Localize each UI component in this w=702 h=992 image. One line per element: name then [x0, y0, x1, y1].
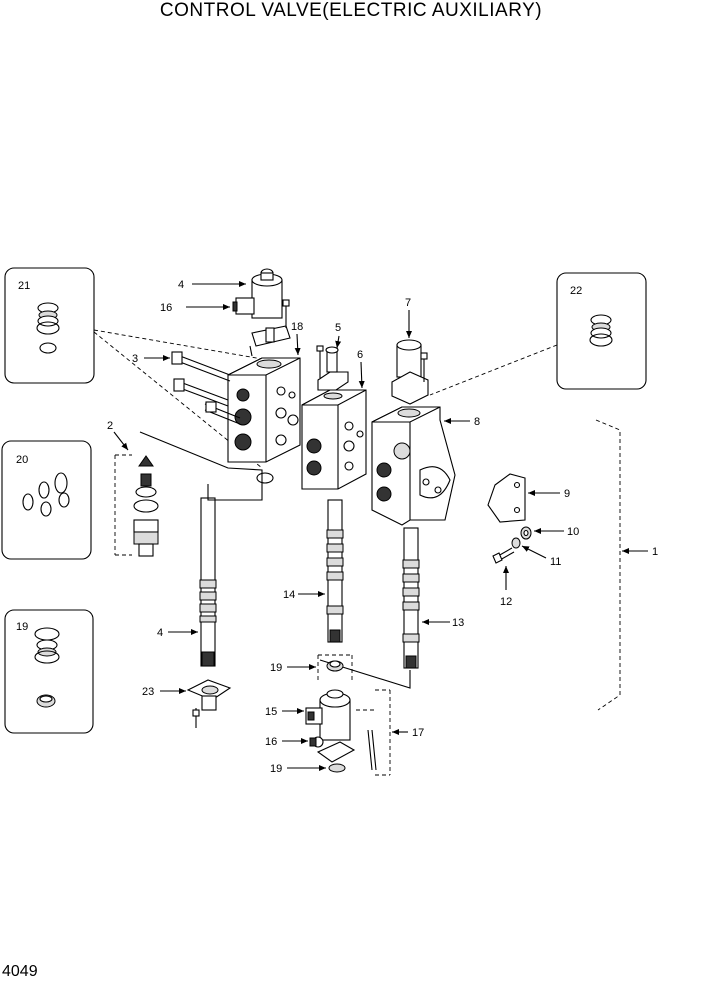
valve-section-8: [371, 406, 456, 526]
inset-leaders: [93, 329, 558, 469]
callout-19-bottom: 19: [270, 763, 282, 775]
callout-2: 2: [107, 420, 113, 432]
cap-5: [316, 345, 349, 391]
callout-18: 18: [291, 321, 303, 333]
check-valve-2: [114, 454, 159, 557]
callout-10: 10: [567, 526, 579, 538]
spool-4: [199, 497, 217, 667]
bracket-1: [595, 419, 621, 711]
page-title: CONTROL VALVE(ELECTRIC AUXILIARY): [159, 0, 543, 21]
callout-21: 21: [18, 280, 30, 292]
tie-rods-3: [171, 351, 241, 425]
callout-17: 17: [412, 727, 424, 739]
callout-14: 14: [283, 589, 295, 601]
seal-19-mid: [326, 660, 344, 672]
callout-19-inset: 19: [16, 621, 28, 633]
callout-4-spool: 4: [157, 627, 163, 639]
solenoid-coil-top: [232, 268, 291, 357]
callout-1: 1: [652, 546, 658, 558]
bracket-9: [487, 473, 526, 523]
inset-box-19: 19: [4, 609, 94, 734]
callout-5: 5: [335, 322, 341, 334]
callout-11: 11: [550, 556, 561, 568]
assembly-lines: [139, 431, 411, 689]
callout-4-top: 4: [178, 279, 184, 291]
hardware-10-11-12: [492, 526, 532, 564]
inset-box-21: 21: [4, 267, 95, 384]
inset-box-20: 20: [1, 440, 92, 560]
callout-16-bottom: 16: [265, 736, 277, 748]
spool-14: [326, 499, 344, 643]
callout-12: 12: [500, 596, 512, 608]
valve-section-18: [227, 357, 301, 484]
callout-23: 23: [142, 686, 154, 698]
callouts: 4 16 3 18 5 6 7 8 9 10 11 12 1 13 14 2 4: [107, 279, 658, 775]
valve-section-6: [301, 389, 367, 490]
page-number: 4049: [2, 963, 38, 980]
callout-6: 6: [357, 349, 363, 361]
inset-box-22: 22: [556, 272, 647, 390]
callout-9: 9: [564, 488, 570, 500]
callout-15: 15: [265, 706, 277, 718]
callout-22: 22: [570, 285, 582, 297]
callout-20: 20: [16, 454, 28, 466]
callout-8: 8: [474, 416, 480, 428]
solenoid-15: [305, 689, 391, 776]
callout-13: 13: [452, 617, 464, 629]
solenoid-7: [391, 339, 429, 405]
cap-23: [186, 679, 232, 728]
callout-19-mid: 19: [270, 662, 282, 674]
callout-3: 3: [132, 353, 138, 365]
spool-13: [402, 527, 420, 669]
callout-7: 7: [405, 297, 411, 309]
callout-16-top: 16: [160, 302, 172, 314]
